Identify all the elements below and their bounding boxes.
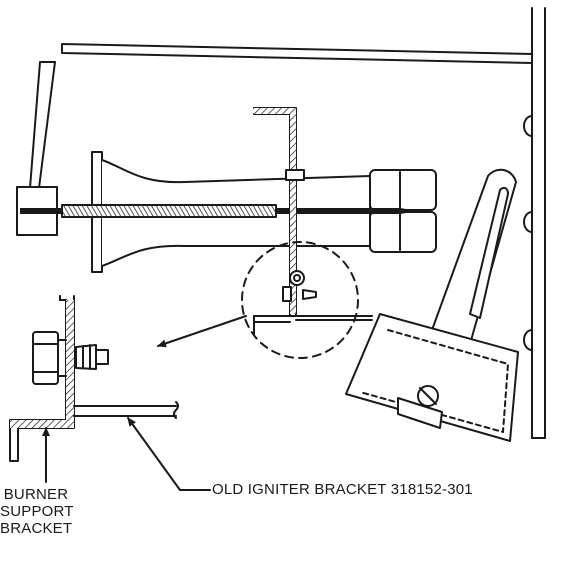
detail-bolt (32, 331, 109, 385)
threaded-rod (61, 204, 277, 218)
igniter-assembly (345, 168, 519, 442)
burner-label-line-2: SUPPORT (0, 503, 74, 520)
main-view-bolt (282, 270, 317, 302)
detail-circle (241, 241, 359, 359)
burner-support-bracket-label: BURNER SUPPORT BRACKET (0, 486, 74, 537)
detail-arrow (157, 315, 247, 348)
main-view-bracket (253, 107, 373, 335)
old-bracket-leader (127, 417, 211, 491)
burner-label-line-1: BURNER (3, 486, 69, 503)
old-igniter-bracket-label: OLD IGNITER BRACKET 318152-301 (212, 481, 473, 498)
burner-panel (523, 7, 546, 439)
burner-label-line-3: BRACKET (0, 520, 73, 537)
